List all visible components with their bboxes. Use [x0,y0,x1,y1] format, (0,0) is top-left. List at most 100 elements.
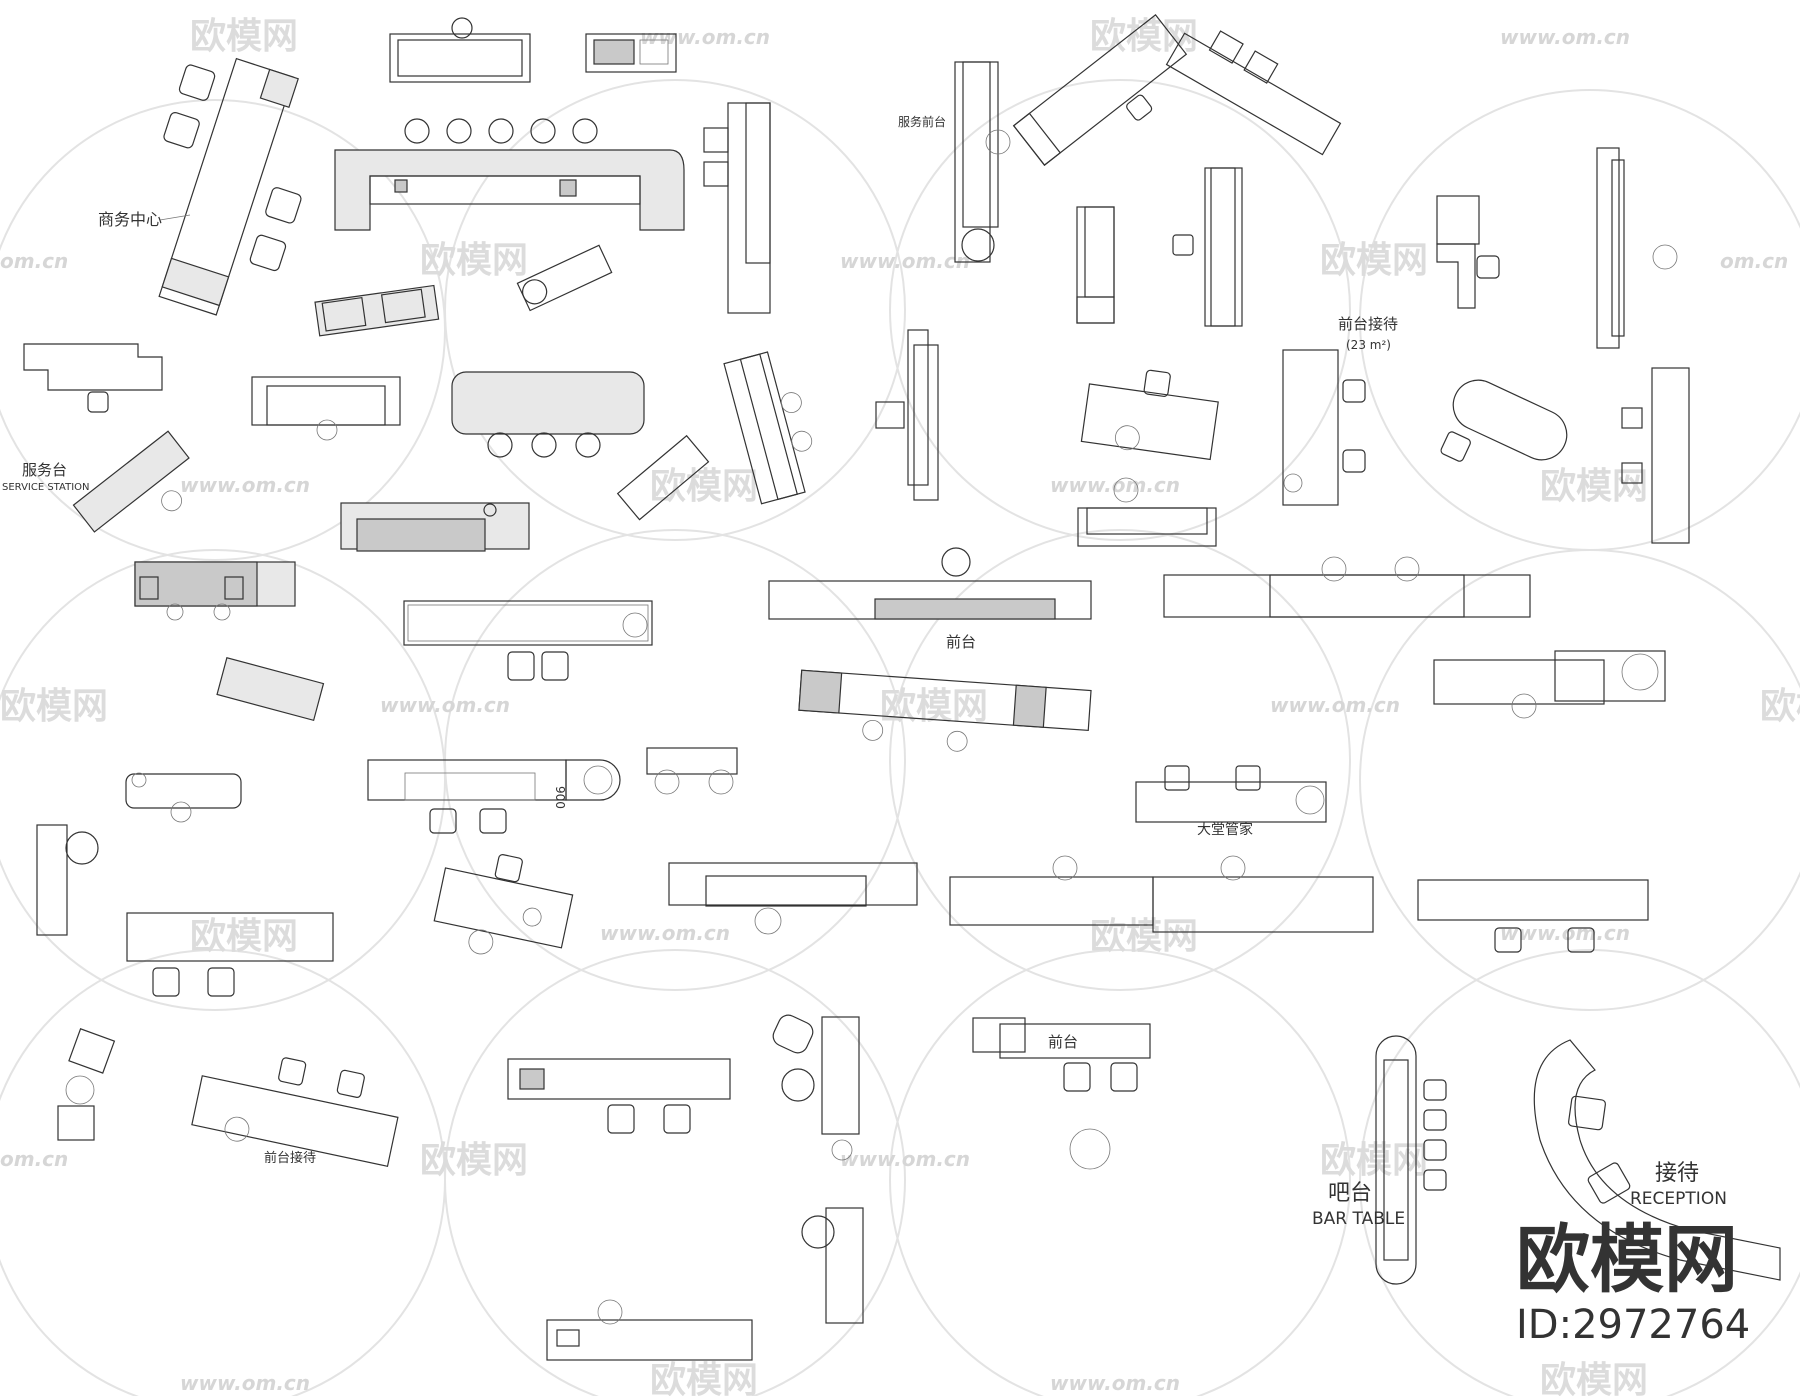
label-reception-en: RECEPTION [1630,1189,1727,1209]
marble-bar-counter [451,371,645,458]
label-front-reception-2: 前台接待 [264,1150,316,1166]
watermark-brand: 欧模网 [1090,916,1198,957]
l-desk-left [23,343,163,413]
small-counter-two-seats [646,747,738,795]
watermark-brand: 欧模网 [1090,16,1198,57]
label-business-center: 商务中心 [98,210,162,229]
label-bar-cn: 吧台 [1328,1181,1372,1206]
bench-small [1077,477,1217,547]
front-desk-small-2 [972,1017,1151,1170]
service-station-desk [72,430,190,533]
front-reception-desk [1282,349,1366,506]
angled-sofa [516,244,613,312]
watermark-brand: 欧模网 [1760,686,1800,727]
wall-desk-left [36,824,99,936]
label-front-reception-area: (23 m²) [1346,338,1391,352]
brand-logo-text: 欧模网 [1516,1217,1738,1303]
bottom-reception-desk [546,1299,753,1361]
plan-blocks: 商务中心 服务前台 [2,14,1781,1361]
bar-table [1375,1035,1447,1285]
label-front-desk-1: 前台 [946,633,976,651]
watermark-brand: 欧模网 [650,1360,758,1396]
front-desk-marble [768,547,1092,620]
bar-counter-stools [334,118,685,231]
tall-counter-4 [801,1207,864,1324]
watermark-url: om.cn [1720,249,1788,273]
desk-pair-center [1076,167,1243,327]
watermark-brand: 欧模网 [1320,1140,1428,1181]
tall-counter-right [1621,367,1690,544]
counter-with-plant [403,600,653,681]
angled-counter-center [723,351,813,505]
angled-desk-right-top [1165,30,1342,156]
long-counter-two-chairs-left [126,912,334,997]
counter-center [668,862,918,935]
watermark-brand: 欧模网 [420,1140,528,1181]
label-bar-en: BAR TABLE [1312,1209,1405,1229]
double-desk-center-right [949,855,1374,933]
watermark-url: www.om.cn [1270,693,1400,717]
watermark-circles [0,79,1800,1396]
watermark-url: www.om.cn [640,25,770,49]
watermark-url: www.om.cn [180,1371,310,1395]
watermark-url: www.om.cn [380,693,510,717]
label-front-reception: 前台接待 [1338,315,1398,333]
watermark-brand: 欧模网 [1320,240,1428,281]
label-service-station-en: SERVICE STATION [2,482,90,493]
marble-counter-striped [340,502,530,552]
label-front-desk-2: 前台 [1048,1033,1078,1051]
tall-counter-2 [875,329,939,501]
curved-desk-right [1433,650,1666,719]
image-id-text: ID:2972764 [1516,1302,1750,1348]
long-desk-right-row6 [1417,879,1649,953]
watermark-brand: 欧模网 [880,686,988,727]
l-shaped-desk-chair [1436,147,1678,349]
watermark-url: www.om.cn [1500,921,1630,945]
dark-counter-pair [134,561,296,621]
label-dimension-900: 900 [553,786,567,809]
label-service-front-desk: 服务前台 [898,114,946,129]
watermark-url: www.om.cn [1500,25,1630,49]
label-reception-cn: 接待 [1655,1161,1699,1186]
long-front-desk-right [1163,556,1531,618]
label-lobby-butler: 大堂管家 [1197,821,1253,838]
desk-tilted-center-right [1080,369,1219,461]
reception-desk-chair-left [314,284,440,337]
business-center-desk [158,57,302,316]
rounded-desk-right [1440,379,1568,462]
desk-with-monitors [585,33,677,73]
label-service-station-cn: 服务台 [22,461,67,479]
watermark-url: om.cn [0,249,68,273]
service-front-desk [954,61,1011,263]
watermark-url: www.om.cn [600,921,730,945]
tilted-desk-center-left [433,854,574,955]
front-counter-small [251,376,401,441]
tilted-counter-left [216,657,325,722]
curved-reception-desk [1533,1039,1781,1281]
watermark-texts: 欧模网 欧模网 欧模网 欧模网 欧模网 欧模网 欧模网 欧模网 欧模网 欧模网 … [0,16,1800,1396]
lounge-chairs-left [57,1028,116,1141]
sofa-top [389,17,531,83]
counter-with-chairs-center [507,1058,731,1134]
watermark-url: om.cn [0,1147,68,1171]
watermark-brand: 欧模网 [1540,466,1648,507]
angled-desk-top [1012,14,1188,166]
tall-counter-1 [703,102,771,314]
watermark-brand: 欧模网 [420,240,528,281]
desk-900 [367,759,621,834]
watermark-url: www.om.cn [180,473,310,497]
striped-long-counter [798,669,1092,752]
angled-counter-small [616,434,710,521]
watermark-url: www.om.cn [1050,1371,1180,1395]
watermark-brand: 欧模网 [190,916,298,957]
small-front-desk-left [125,772,242,823]
watermark-url: www.om.cn [840,1147,970,1171]
tall-counter-3 [772,1014,860,1161]
lobby-butler-desk [1135,765,1327,823]
watermark-brand: 欧模网 [1540,1360,1648,1396]
watermark-brand: 欧模网 [190,16,298,57]
watermark-url: www.om.cn [840,249,970,273]
watermark-brand: 欧模网 [0,686,108,727]
watermark-brand: 欧模网 [650,466,758,507]
